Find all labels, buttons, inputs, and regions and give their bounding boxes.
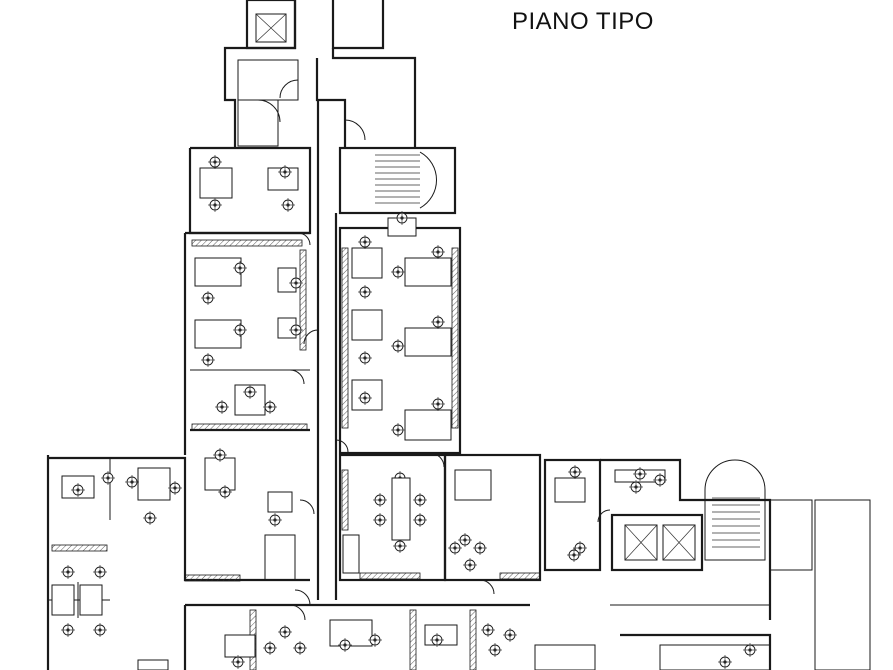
chair (430, 314, 446, 330)
chair (372, 512, 388, 528)
desk (137, 467, 171, 501)
chair (60, 622, 76, 638)
chair (357, 284, 373, 300)
meeting-table (391, 477, 411, 541)
chair (357, 234, 373, 250)
chair (200, 352, 216, 368)
chair (214, 399, 230, 415)
central-corridor (316, 100, 338, 600)
chair (717, 654, 733, 670)
chair (390, 338, 406, 354)
desk (267, 491, 293, 513)
door-swings (264, 232, 611, 595)
chair (92, 622, 108, 638)
chair (430, 244, 446, 260)
chair (392, 538, 408, 554)
chair (372, 492, 388, 508)
chair (200, 290, 216, 306)
desk (351, 247, 383, 279)
chair (92, 564, 108, 580)
chair (262, 640, 278, 656)
chair (292, 640, 308, 656)
chair (357, 350, 373, 366)
chair (430, 396, 446, 412)
desk (51, 584, 75, 616)
desk (404, 327, 452, 357)
chair (60, 564, 76, 580)
chair (487, 642, 503, 658)
desk (404, 409, 452, 441)
chair (480, 622, 496, 638)
chair (124, 474, 140, 490)
desk (204, 457, 236, 491)
chair (567, 464, 583, 480)
desk (224, 634, 256, 658)
chair (207, 154, 223, 170)
chair (207, 197, 223, 213)
west-upper-offices (183, 146, 312, 455)
chair (462, 557, 478, 573)
chair (412, 512, 428, 528)
desk (351, 309, 383, 341)
plan-title: PIANO TIPO (512, 8, 654, 35)
chair (502, 627, 518, 643)
desk (554, 477, 586, 503)
east-service-core (600, 458, 871, 670)
desk (194, 319, 242, 349)
chair (447, 540, 463, 556)
chair (390, 422, 406, 438)
chair (277, 624, 293, 640)
chair (412, 492, 428, 508)
desk (454, 469, 492, 501)
desk (79, 584, 103, 616)
chair (280, 197, 296, 213)
desk (199, 167, 233, 199)
office-furniture (51, 154, 760, 670)
desk (137, 659, 169, 670)
top-service-core (223, 0, 417, 148)
chair (142, 510, 158, 526)
west-lower-offices (46, 455, 310, 670)
bottom-rooms (183, 589, 771, 670)
desk (351, 379, 383, 411)
desk (194, 257, 242, 287)
chair (457, 532, 473, 548)
chair (472, 540, 488, 556)
chair (390, 264, 406, 280)
desk (404, 257, 452, 287)
chair (267, 512, 283, 528)
top-staircase (338, 146, 457, 215)
desk (329, 619, 373, 647)
chair (100, 470, 116, 486)
